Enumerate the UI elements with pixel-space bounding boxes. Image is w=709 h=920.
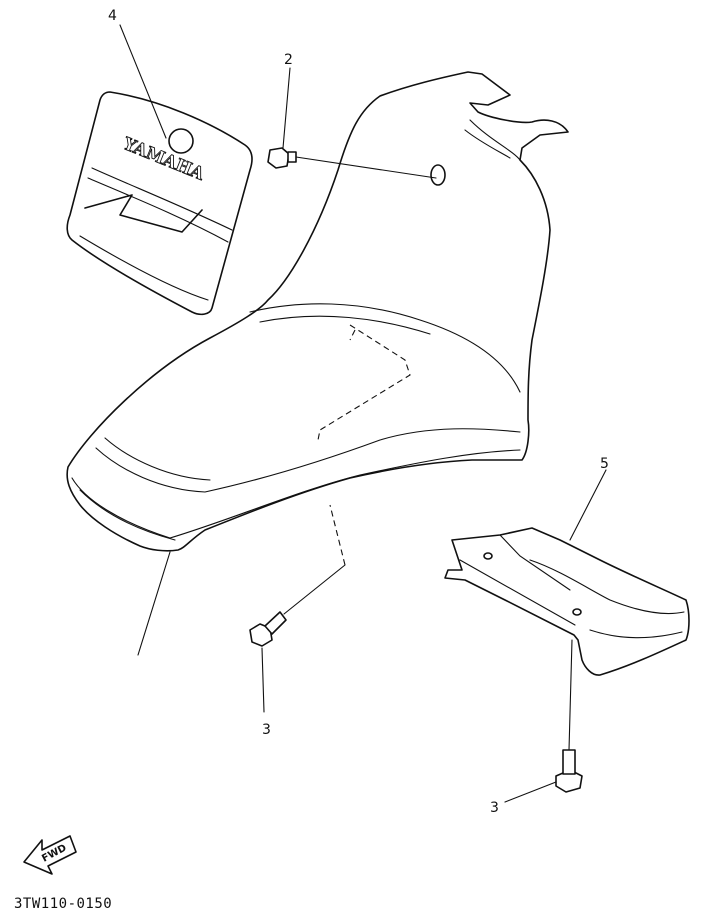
callout-2: 2 xyxy=(284,52,293,68)
rear-fender xyxy=(66,71,569,552)
mud-flap-bracket xyxy=(444,527,690,676)
fwd-arrow-icon: FWD xyxy=(23,835,77,875)
callout-4: 4 xyxy=(108,8,117,24)
bolt-part-3-right xyxy=(555,639,583,793)
callout-5: 5 xyxy=(600,456,609,472)
part-code-label: 3TW110-0150 xyxy=(14,896,113,912)
callout-3-left: 3 xyxy=(262,722,271,738)
callout-3-right: 3 xyxy=(490,800,499,816)
bolt-part-2 xyxy=(267,147,437,179)
bolt-part-3-left xyxy=(249,504,346,647)
yamaha-emblem-decal: YAMAHA xyxy=(66,91,253,316)
leader-lines xyxy=(119,24,607,803)
